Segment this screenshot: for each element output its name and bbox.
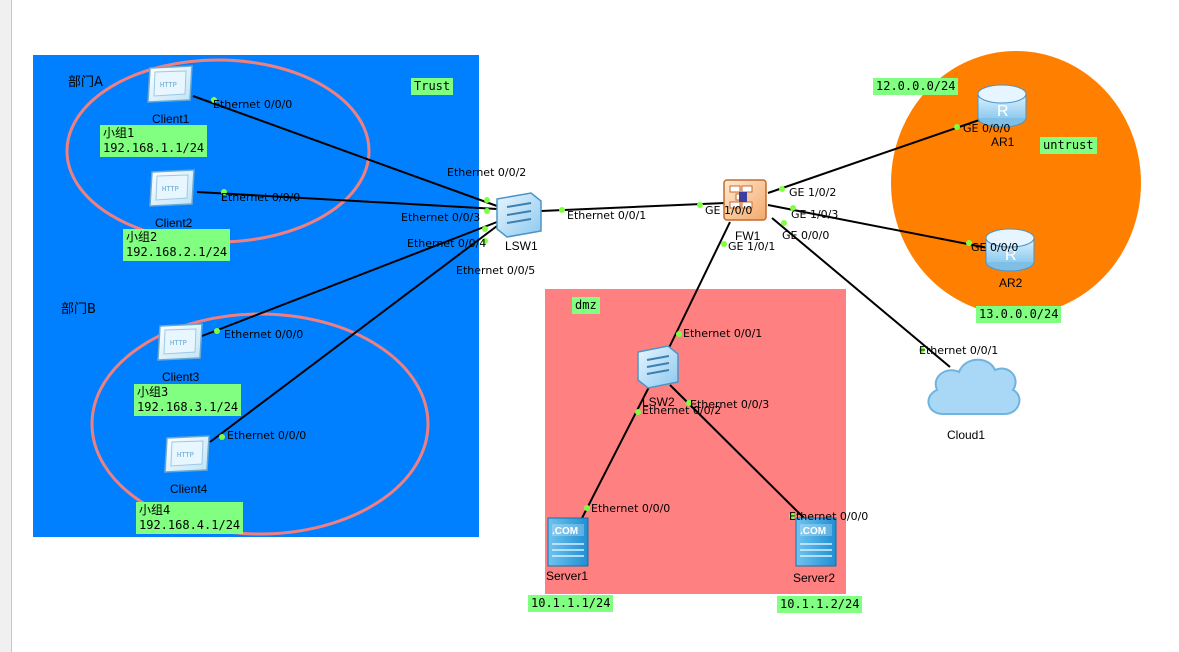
team1-name: 小组1 xyxy=(103,126,135,140)
team4-network: 192.168.4.1/24 xyxy=(139,518,241,532)
port-dots xyxy=(211,97,972,519)
team1-network: 192.168.1.1/24 xyxy=(103,141,205,155)
client3-icon[interactable]: HTTP xyxy=(157,323,203,361)
ar1-name: AR1 xyxy=(991,135,1015,149)
ar1-router-icon[interactable]: R xyxy=(977,84,1027,128)
link-client2-lsw1[interactable] xyxy=(196,191,498,210)
link-client4-lsw1[interactable] xyxy=(209,225,498,443)
server1-icon[interactable]: .COM xyxy=(547,517,589,567)
untrust-zone xyxy=(891,51,1141,315)
link-client3-lsw1[interactable] xyxy=(201,221,498,337)
svg-text:.COM: .COM xyxy=(800,526,826,537)
port-label: Ethernet 0/0/2 xyxy=(447,166,527,179)
server2-icon[interactable]: .COM xyxy=(795,517,837,567)
port-label: GE 0/0/0 xyxy=(963,122,1011,135)
cloud1-name: Cloud1 xyxy=(947,428,986,442)
link-lsw2-server2[interactable] xyxy=(669,384,809,523)
cloud1-icon[interactable] xyxy=(927,358,1021,415)
port-label: Ethernet 0/0/0 xyxy=(591,502,671,515)
dept-b-label: 部门B xyxy=(61,302,96,317)
link-fw1-lsw2[interactable] xyxy=(664,221,731,357)
port-label: GE 1/0/2 xyxy=(789,186,837,199)
link-fw1-cloud1[interactable] xyxy=(771,217,951,368)
lsw1-switch-icon[interactable] xyxy=(496,192,542,238)
port-label: GE 1/0/0 xyxy=(705,204,753,217)
links xyxy=(192,95,989,523)
port-label: Ethernet 0/0/1 xyxy=(567,209,647,222)
team4-tag: 小组4 192.168.4.1/24 xyxy=(136,502,244,534)
team2-tag: 小组2 192.168.2.1/24 xyxy=(123,229,231,261)
link-client1-lsw1[interactable] xyxy=(192,95,498,207)
port-label: Ethernet 0/0/0 xyxy=(789,510,869,523)
lsw2-name: LSW2 xyxy=(642,395,675,409)
svg-text:HTTP: HTTP xyxy=(170,339,187,347)
server1-ip-tag: 10.1.1.1/24 xyxy=(528,595,614,612)
svg-text:.COM: .COM xyxy=(552,526,578,537)
svg-text:R: R xyxy=(1005,247,1017,264)
port-label: GE 1/0/1 xyxy=(728,240,776,253)
port-label: GE 0/0/0 xyxy=(971,241,1019,254)
svg-text:R: R xyxy=(997,103,1009,120)
link-fw1-ar1[interactable] xyxy=(767,116,989,194)
lsw1-name: LSW1 xyxy=(505,239,538,253)
fw1-firewall-icon[interactable] xyxy=(723,179,767,221)
svg-text:HTTP: HTTP xyxy=(162,185,179,193)
port-label: Ethernet 0/0/2 xyxy=(642,404,722,417)
untrust-zone-label: untrust xyxy=(1040,137,1097,154)
team3-tag: 小组3 192.168.3.1/24 xyxy=(134,384,242,416)
port-label: Ethernet 0/0/4 xyxy=(407,237,487,250)
trust-zone-label: Trust xyxy=(411,78,454,95)
server2-ip-tag: 10.1.1.2/24 xyxy=(777,596,863,613)
dept-a-label: 部门A xyxy=(68,75,103,90)
ar2-name: AR2 xyxy=(999,276,1023,290)
port-label: Ethernet 0/0/0 xyxy=(227,429,307,442)
team1-tag: 小组1 192.168.1.1/24 xyxy=(100,125,208,157)
dmz-zone-label: dmz xyxy=(572,297,600,314)
team3-network: 192.168.3.1/24 xyxy=(137,400,239,414)
port-label: Ethernet 0/0/3 xyxy=(690,398,770,411)
client2-icon[interactable]: HTTP xyxy=(149,169,195,207)
port-label: Ethernet 0/0/0 xyxy=(213,98,293,111)
link-lsw2-server1[interactable] xyxy=(579,384,651,523)
port-label: Ethernet 0/0/0 xyxy=(224,328,304,341)
port-label: Ethernet 0/0/1 xyxy=(683,327,763,340)
client1-icon[interactable]: HTTP xyxy=(147,65,193,103)
client3-name: Client3 xyxy=(162,370,200,384)
team4-name: 小组4 xyxy=(139,503,171,517)
client2-name: Client2 xyxy=(155,216,193,230)
port-label: GE 0/0/0 xyxy=(782,229,830,242)
ar2-router-icon[interactable]: R xyxy=(985,228,1035,272)
port-label: GE 1/0/3 xyxy=(791,208,839,221)
left-window-frame xyxy=(0,0,12,652)
client4-icon[interactable]: HTTP xyxy=(164,435,210,473)
link-fw1-ar2[interactable] xyxy=(767,204,989,249)
svg-text:HTTP: HTTP xyxy=(160,81,177,89)
server2-name: Server2 xyxy=(793,571,836,585)
lsw2-switch-icon[interactable] xyxy=(637,345,679,389)
svg-text:HTTP: HTTP xyxy=(177,451,194,459)
team2-network: 192.168.2.1/24 xyxy=(126,245,228,259)
server1-name: Server1 xyxy=(546,569,589,583)
team2-name: 小组2 xyxy=(126,230,158,244)
fw1-name: FW1 xyxy=(735,229,761,243)
link-lsw1-fw1[interactable] xyxy=(540,202,726,212)
team3-name: 小组3 xyxy=(137,385,169,399)
client1-name: Client1 xyxy=(152,112,190,126)
port-label: Ethernet 0/0/1 xyxy=(919,344,999,357)
client4-name: Client4 xyxy=(170,482,208,496)
ar1-network-tag: 12.0.0.0/24 xyxy=(873,78,959,95)
port-label: Ethernet 0/0/3 xyxy=(401,211,481,224)
port-label: Ethernet 0/0/5 xyxy=(456,264,536,277)
ar2-network-tag: 13.0.0.0/24 xyxy=(976,306,1062,323)
port-label: Ethernet 0/0/0 xyxy=(221,191,301,204)
